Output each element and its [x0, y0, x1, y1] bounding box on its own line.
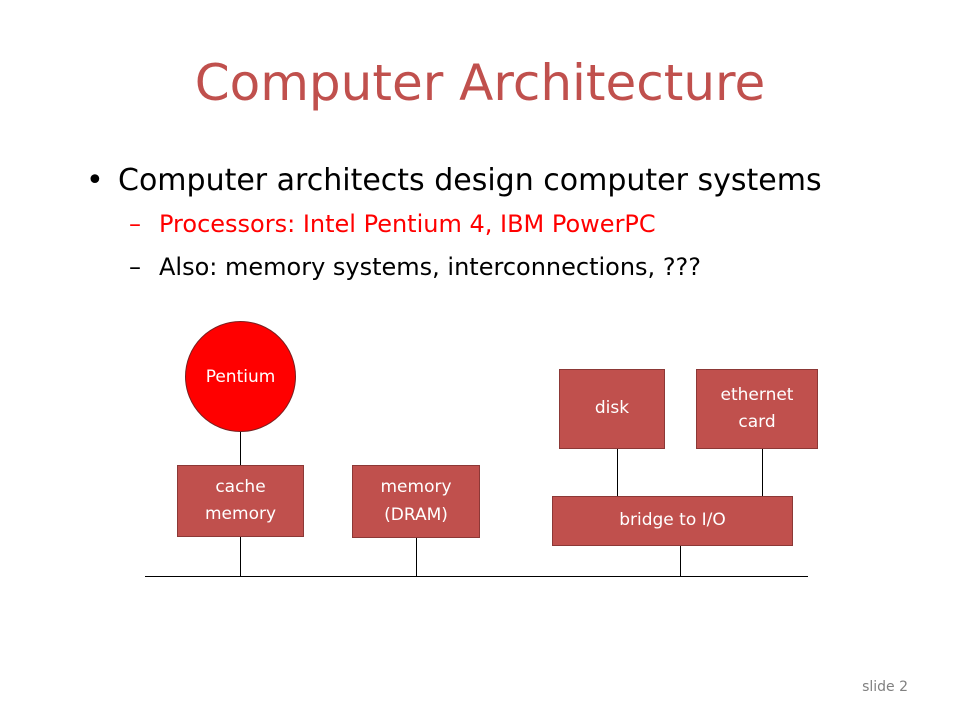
pentium-cpu-node: Pentium — [185, 321, 296, 432]
ethernet-card-node: ethernet card — [696, 369, 818, 449]
dash-marker: – — [129, 253, 141, 281]
dash-marker: – — [129, 210, 141, 238]
disk-to-bridge-connector — [617, 448, 618, 496]
bridge-to-io-node: bridge to I/O — [552, 496, 793, 546]
pentium-label: Pentium — [205, 366, 276, 387]
disk-label: disk — [594, 398, 630, 419]
memory-to-bus-connector — [416, 538, 417, 576]
cache-label-line2: memory — [204, 504, 277, 524]
sub-bullet-processors-text: Processors: Intel Pentium 4, IBM PowerPC — [159, 210, 656, 238]
ethernet-label-line2: card — [738, 412, 776, 432]
memory-dram-node: memory (DRAM) — [352, 465, 480, 538]
sub-bullet-processors: –Processors: Intel Pentium 4, IBM PowerP… — [129, 210, 656, 239]
disk-node: disk — [559, 369, 665, 449]
bullet-marker: • — [86, 163, 104, 198]
system-bus-line — [145, 576, 808, 577]
memory-label-line2: (DRAM) — [384, 504, 448, 525]
slide-title: Computer Architecture — [194, 54, 766, 112]
cache-memory-node: cache memory — [177, 465, 304, 537]
ethernet-label-line1: ethernet — [720, 384, 794, 405]
bridge-to-bus-connector — [680, 545, 681, 576]
sub-bullet-also-text: Also: memory systems, interconnections, … — [159, 253, 702, 281]
ethernet-to-bridge-connector — [762, 448, 763, 496]
bullet-main-text: Computer architects design computer syst… — [118, 163, 822, 198]
bridge-label: bridge to I/O — [619, 510, 726, 531]
cpu-to-cache-connector — [240, 432, 241, 466]
sub-bullet-also: –Also: memory systems, interconnections,… — [129, 253, 701, 282]
cache-to-bus-connector — [240, 536, 241, 576]
memory-label-line1: memory — [380, 477, 452, 498]
slide-number: slide 2 — [862, 679, 908, 695]
cache-label-line1: cache — [215, 476, 266, 497]
